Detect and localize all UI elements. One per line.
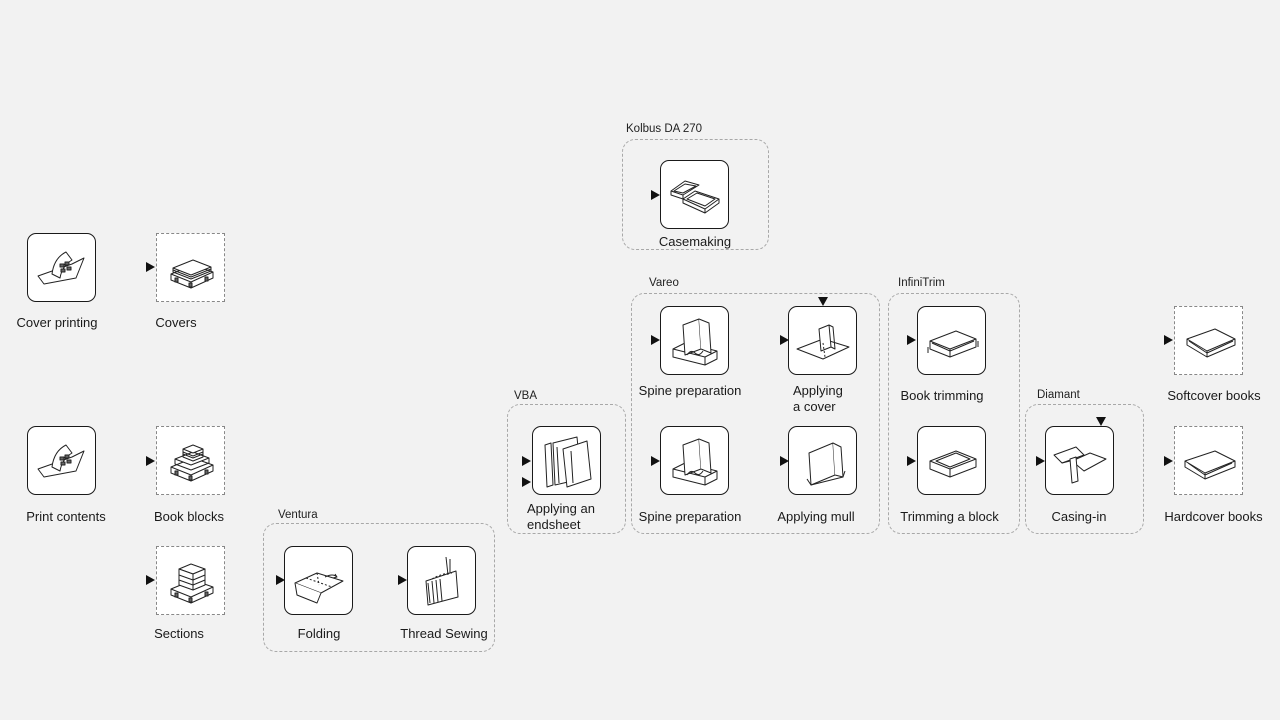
softcover-books-output[interactable]	[1174, 306, 1243, 375]
casing-in-input-arrow	[1036, 456, 1045, 466]
casemaking-label: Casemaking	[658, 234, 732, 249]
hardcover-books-output[interactable]	[1174, 426, 1243, 495]
hardcover-input-arrow	[1164, 456, 1173, 466]
book-trimming-step[interactable]	[917, 306, 986, 375]
casing-in-step[interactable]	[1045, 426, 1114, 495]
covers-output[interactable]	[156, 233, 225, 302]
cover-application-icon	[796, 324, 849, 359]
softcover-book-icon	[1186, 328, 1235, 357]
trimming-block-input-arrow	[907, 456, 916, 466]
spine-preparation-icon	[672, 318, 717, 365]
printed-sheet-icon	[37, 444, 84, 477]
group-kolbus-da-270	[622, 139, 769, 250]
trimming-block-step[interactable]	[917, 426, 986, 495]
block-trimming-icon	[929, 450, 976, 477]
applying-cover-input-arrow-down	[818, 297, 828, 306]
group-diamant	[1025, 404, 1144, 534]
covers-input-arrow	[146, 262, 155, 272]
folding-input-arrow	[276, 575, 285, 585]
sections-label: Sections	[154, 626, 204, 641]
print-contents-label: Print contents	[26, 509, 106, 524]
applying-cover-line-2: a cover	[793, 399, 836, 414]
thread-sewing-input-arrow	[398, 575, 407, 585]
spine-preparation-top-label: Spine preparation	[638, 383, 742, 398]
applying-endsheet-line-1: Applying an	[527, 501, 595, 516]
endsheet-input-arrow-2	[522, 477, 531, 487]
book-blocks-label: Book blocks	[153, 509, 225, 524]
applying-endsheet-step[interactable]	[532, 426, 601, 495]
applying-endsheet-line-2: endsheet	[527, 517, 581, 532]
applying-cover-step[interactable]	[788, 306, 857, 375]
cover-printing-step[interactable]	[27, 233, 96, 302]
folding-label: Folding	[297, 626, 341, 641]
casing-in-label: Casing-in	[1051, 509, 1107, 524]
hardcover-books-label: Hardcover books	[1164, 509, 1263, 524]
case-icon	[670, 180, 719, 213]
casemaking-step[interactable]	[660, 160, 729, 229]
group-ventura	[263, 523, 495, 652]
applying-cover-input-arrow	[780, 335, 789, 345]
print-contents-step[interactable]	[27, 426, 96, 495]
spine-preparation-bottom-step[interactable]	[660, 426, 729, 495]
spine-prep-bottom-input-arrow	[651, 456, 660, 466]
pallet-book-blocks-icon	[170, 444, 213, 481]
group-vba	[507, 404, 626, 534]
group-label-vba: VBA	[514, 390, 538, 402]
applying-endsheet-label: Applying an endsheet	[527, 501, 617, 533]
spine-preparation-icon	[672, 438, 717, 485]
spine-prep-top-input-arrow	[651, 335, 660, 345]
applying-cover-line-1: Applying	[793, 383, 843, 398]
pallet-sections-icon	[170, 563, 213, 603]
hardcover-book-icon	[1184, 450, 1235, 479]
applying-mull-step[interactable]	[788, 426, 857, 495]
endsheet-icon	[544, 436, 591, 487]
sections-output[interactable]	[156, 546, 225, 615]
covers-label: Covers	[155, 315, 197, 330]
printed-sheet-icon	[37, 251, 84, 284]
casemaking-input-arrow	[651, 190, 660, 200]
softcover-books-label: Softcover books	[1167, 388, 1261, 403]
group-label-ventura: Ventura	[278, 509, 318, 521]
book-trimming-input-arrow	[907, 335, 916, 345]
applying-mull-input-arrow	[780, 456, 789, 466]
thread-sewing-step[interactable]	[407, 546, 476, 615]
spine-preparation-top-step[interactable]	[660, 306, 729, 375]
pallet-covers-icon	[170, 259, 213, 288]
casing-in-icon	[1053, 446, 1106, 483]
sections-input-arrow	[146, 575, 155, 585]
book-blocks-output[interactable]	[156, 426, 225, 495]
thread-sewing-label: Thread Sewing	[400, 626, 488, 641]
mull-icon	[806, 442, 845, 485]
trimming-block-label: Trimming a block	[900, 509, 999, 524]
sewing-icon	[425, 556, 458, 605]
endsheet-input-arrow-1	[522, 456, 531, 466]
book-blocks-input-arrow	[146, 456, 155, 466]
book-trimming-label: Book trimming	[900, 388, 984, 403]
group-label-diamant: Diamant	[1037, 389, 1080, 401]
trimming-icon	[927, 330, 978, 357]
spine-preparation-bottom-label: Spine preparation	[638, 509, 742, 524]
folding-step[interactable]	[284, 546, 353, 615]
group-vareo	[631, 293, 880, 534]
applying-cover-label: Applying a cover	[793, 383, 873, 415]
casing-in-input-arrow-down	[1096, 417, 1106, 426]
softcover-input-arrow	[1164, 335, 1173, 345]
applying-mull-label: Applying mull	[777, 509, 855, 524]
group-label-kolbus: Kolbus DA 270	[626, 123, 703, 135]
group-label-infinitrim: InfiniTrim	[898, 277, 945, 289]
folding-sheet-icon	[294, 572, 343, 603]
group-label-vareo: Vareo	[649, 277, 679, 289]
group-infinitrim	[888, 293, 1020, 534]
cover-printing-label: Cover printing	[16, 315, 98, 330]
